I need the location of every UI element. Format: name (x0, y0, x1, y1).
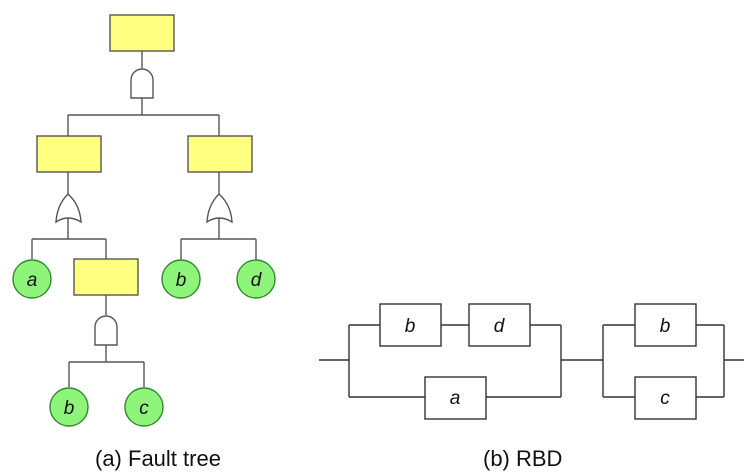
sub-event-box (73, 258, 139, 296)
rbd-block-d (468, 303, 531, 347)
basic-event-left-c-label: c (139, 398, 149, 419)
rbd-block-c (634, 376, 697, 420)
rbd-block-d-label: d (494, 316, 506, 337)
or-gate-right (206, 193, 233, 224)
basic-event-a (12, 259, 52, 299)
basic-event-a-label: a (27, 270, 38, 291)
basic-event-right-b (161, 259, 201, 299)
top-event-box (109, 14, 175, 52)
rbd-labels: b d a b c (405, 316, 671, 409)
rbd-caption: (b) RBD (483, 446, 563, 471)
and-gate-top (130, 68, 154, 99)
rbd-block-c-label: c (660, 388, 670, 409)
fault-tree (31, 14, 257, 387)
rbd-block-b2 (634, 303, 697, 347)
basic-event-right-d-label: d (251, 270, 263, 291)
basic-event-right-b-label: b (176, 270, 187, 291)
rbd-block-b1 (379, 303, 442, 347)
intermediate-event-right-box (187, 135, 253, 173)
and-gate-sub (94, 315, 118, 346)
rbd-block-b1-label: b (405, 316, 416, 337)
basic-events: a b d b c (12, 259, 276, 427)
or-gate-left (55, 193, 82, 224)
basic-event-left-c (124, 387, 164, 427)
rbd-block-a-label: a (450, 388, 461, 409)
basic-event-left-b-label: b (64, 398, 75, 419)
basic-event-right-d (236, 259, 276, 299)
rbd-block-b2-label: b (660, 316, 671, 337)
fault-tree-caption: (a) Fault tree (95, 446, 221, 471)
rbd (319, 303, 744, 420)
intermediate-event-left-box (36, 135, 102, 173)
basic-event-left-b (49, 387, 89, 427)
rbd-block-a (424, 376, 487, 420)
